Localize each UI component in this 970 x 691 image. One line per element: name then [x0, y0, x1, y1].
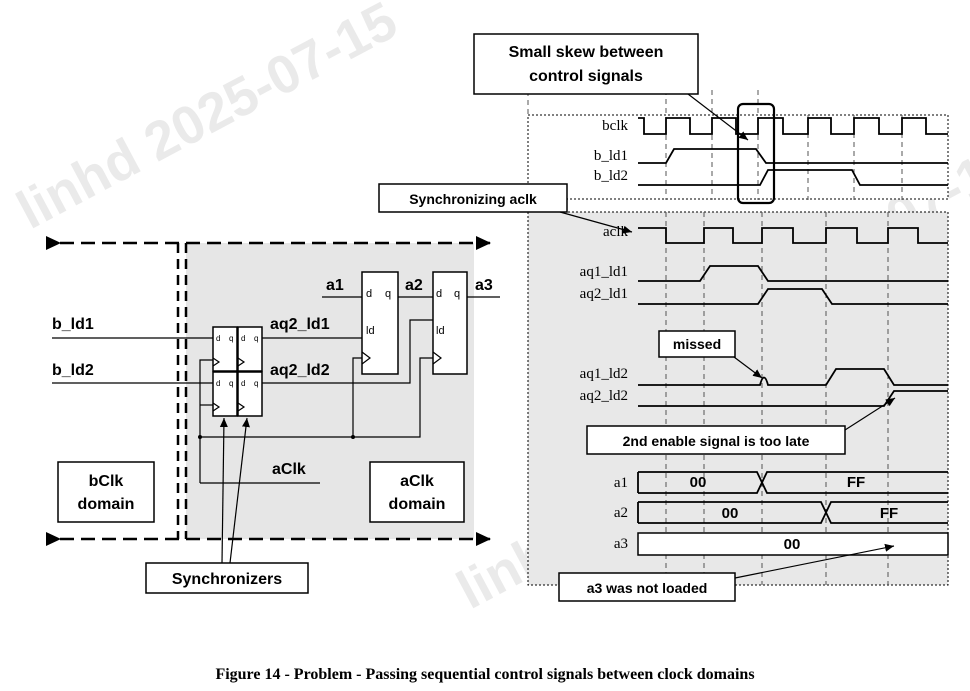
svg-text:Small skew between: Small skew between — [509, 44, 664, 61]
wire-aclk — [200, 357, 433, 438]
svg-text:q: q — [229, 334, 233, 343]
wire-aclk — [199, 359, 213, 483]
svg-text:00: 00 — [784, 536, 801, 553]
skew-highlight — [736, 102, 776, 205]
callout-missed: missed — [658, 330, 763, 379]
waveform-b-ld1 — [638, 148, 948, 164]
synchronizer-ff: d q — [212, 371, 238, 417]
synchronizer-ff: d q — [237, 326, 263, 372]
waveform-aq1-ld1 — [638, 265, 948, 282]
svg-text:d: d — [436, 288, 442, 300]
svg-text:domain: domain — [389, 496, 446, 513]
svg-text:2nd enable signal is too late: 2nd enable signal is too late — [623, 433, 810, 449]
signal-label: aq1_ld1 — [580, 264, 628, 280]
bclk-domain-box: bClk domain — [57, 461, 155, 523]
junction-dot — [198, 435, 202, 439]
svg-text:q: q — [229, 379, 233, 388]
callout-late: 2nd enable signal is too late — [586, 397, 896, 455]
svg-text:d: d — [216, 334, 220, 343]
svg-text:00: 00 — [722, 505, 739, 522]
svg-text:control signals: control signals — [529, 68, 643, 85]
register-a3: d q ld — [432, 271, 468, 375]
svg-text:q: q — [254, 334, 258, 343]
svg-text:q: q — [454, 288, 460, 300]
signal-label: b_ld1 — [594, 148, 628, 164]
callout-skew: Small skew between control signals — [473, 33, 749, 141]
sync-out1-label: aq2_ld1 — [270, 316, 330, 333]
waveform-bclk — [638, 117, 948, 135]
a1-label: a1 — [326, 277, 344, 294]
input-b-ld2-label: b_ld2 — [52, 362, 94, 379]
waveform-b-ld2 — [638, 169, 948, 186]
a3-label: a3 — [475, 277, 493, 294]
signal-label: aq2_ld2 — [580, 388, 628, 404]
svg-text:d: d — [366, 288, 372, 300]
svg-text:q: q — [254, 379, 258, 388]
bus-a2: 00 FF — [637, 501, 948, 524]
timing-diagram: bclk b_ld1 b_ld2 aclk aq1_ld1 aq2_ld1 aq… — [378, 33, 949, 602]
svg-text:Synchronizing aclk: Synchronizing aclk — [409, 191, 537, 207]
signal-label: aclk — [603, 224, 628, 240]
signal-label: a3 — [614, 536, 628, 552]
wire-aq2-ld2 — [262, 319, 437, 384]
svg-text:FF: FF — [880, 505, 898, 522]
svg-text:FF: FF — [847, 474, 865, 491]
svg-text:d: d — [241, 334, 245, 343]
watermark-text: linhd 2025-07-15 — [7, 0, 406, 241]
synchronizer-ff: d q — [212, 326, 238, 372]
register-a2: d q ld — [361, 271, 399, 375]
svg-text:ld: ld — [436, 325, 445, 337]
bus-a3: 00 — [637, 532, 949, 556]
a2-label: a2 — [405, 277, 423, 294]
svg-text:00: 00 — [690, 474, 707, 491]
wire-aclk — [352, 357, 362, 437]
svg-text:d: d — [216, 379, 220, 388]
signal-label: bclk — [602, 118, 628, 134]
figure-caption: Figure 14 - Problem - Passing sequential… — [215, 666, 754, 683]
aclk-domain-box: aClk domain — [369, 461, 465, 523]
synchronizer-ff: d q — [237, 371, 263, 417]
junction-dot — [351, 435, 355, 439]
svg-text:missed: missed — [673, 336, 721, 352]
waveform-aq2-ld1 — [638, 288, 948, 305]
svg-text:domain: domain — [78, 496, 135, 513]
input-b-ld1-label: b_ld1 — [52, 316, 94, 333]
schematic: b_ld1 b_ld2 d q d q d q d q — [46, 236, 500, 594]
svg-text:bClk: bClk — [89, 473, 124, 490]
signal-label: a2 — [614, 505, 628, 521]
waveform-aq1-ld2 — [638, 368, 948, 386]
signal-label: b_ld2 — [594, 168, 628, 184]
callout-sync-aclk: Synchronizing aclk — [378, 183, 633, 234]
sync-out2-label: aq2_ld2 — [270, 362, 330, 379]
svg-text:aClk: aClk — [400, 473, 434, 490]
bus-a1: 00 FF — [637, 471, 948, 494]
signal-label: aq2_ld1 — [580, 286, 628, 302]
synchronizers-callout: Synchronizers — [145, 417, 309, 594]
svg-text:ld: ld — [366, 325, 375, 337]
waveform-aclk — [638, 227, 948, 244]
svg-text:q: q — [385, 288, 391, 300]
aclk-label: aClk — [272, 461, 306, 478]
signal-label: aq1_ld2 — [580, 366, 628, 382]
signal-label: a1 — [614, 475, 628, 491]
svg-text:Synchronizers: Synchronizers — [172, 571, 282, 588]
svg-text:a3 was not loaded: a3 was not loaded — [587, 580, 708, 596]
callout-not-loaded: a3 was not loaded — [558, 543, 895, 602]
svg-text:d: d — [241, 379, 245, 388]
